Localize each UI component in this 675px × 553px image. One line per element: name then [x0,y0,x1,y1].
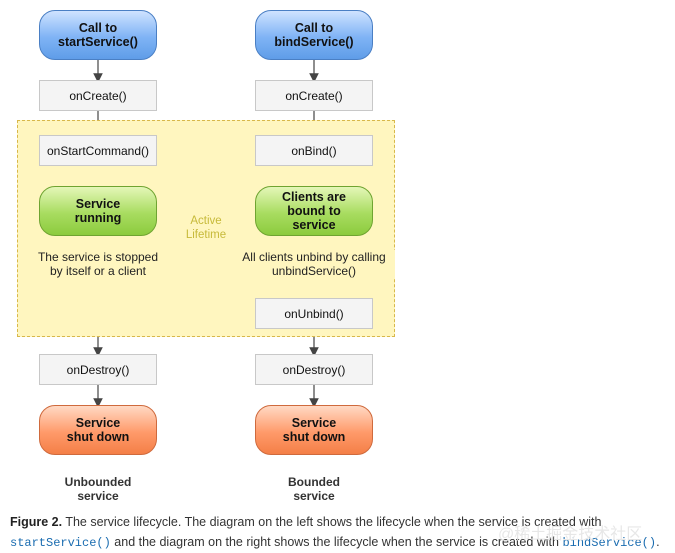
right-shutdown-node: Service shut down [255,405,373,455]
bind-service-node: Call to bindService() [255,10,373,60]
watermark: @稀土掘金技术社区 [498,526,643,543]
caption-figure-label: Figure 2. [10,515,63,529]
clients-bound-node: Clients are bound to service [255,186,373,236]
left-on-create-node: onCreate() [39,80,157,111]
left-on-destroy-node: onDestroy() [39,354,157,385]
unbounded-service-label: Unbounded service [64,475,132,503]
lifecycle-diagram: Active Lifetime Call to startService() o… [17,10,395,503]
bounded-service-label: Bounded service [288,475,340,503]
on-bind-node: onBind() [255,135,373,166]
caption-text-3: . [656,535,660,549]
left-shutdown-node: Service shut down [39,405,157,455]
on-start-command-node: onStartCommand() [39,135,157,166]
caption-text-2: and the diagram on the right shows the l… [110,535,563,549]
on-unbind-node: onUnbind() [255,298,373,329]
service-running-node: Service running [39,186,157,236]
figure-caption: Figure 2. The service lifecycle. The dia… [10,512,670,553]
caption-text-1: The service lifecycle. The diagram on th… [62,515,602,529]
caption-code-bind-service: bindService() [562,536,657,550]
caption-code-start-service: startService() [10,536,111,550]
right-on-destroy-node: onDestroy() [255,354,373,385]
right-unbind-note: All clients unbind by calling unbindServ… [233,250,395,278]
left-stop-note: The service is stopped by itself or a cl… [29,250,167,278]
active-lifetime-label: Active Lifetime [185,215,227,241]
start-service-node: Call to startService() [39,10,157,60]
right-on-create-node: onCreate() [255,80,373,111]
